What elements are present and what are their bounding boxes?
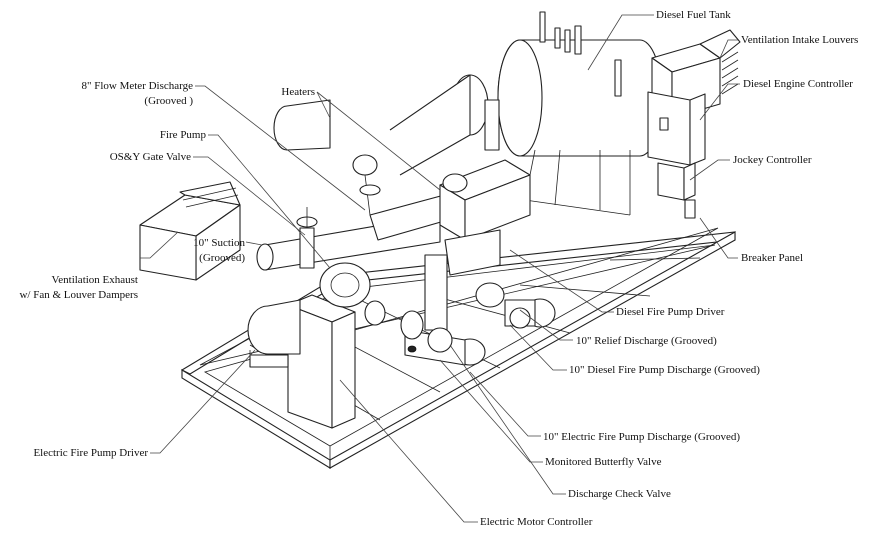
label-ventilation-exhaust-line2: w/ Fan & Louver Dampers (19, 289, 138, 301)
label-fire-pump: Fire Pump (160, 129, 207, 141)
heaters (273, 74, 489, 176)
label-relief-discharge: 10" Relief Discharge (Grooved) (576, 335, 717, 347)
label-diesel-fire-pump-driver: Diesel Fire Pump Driver (616, 306, 725, 318)
label-ventilation-intake-louvers: Ventilation Intake Louvers (741, 34, 858, 46)
valves-and-fittings (364, 282, 556, 366)
leader-lines (140, 14, 740, 523)
label-electric-fire-pump-driver: Electric Fire Pump Driver (33, 447, 148, 459)
label-diesel-engine-controller: Diesel Engine Controller (743, 78, 853, 90)
fire-pump (319, 262, 371, 308)
label-jockey-controller: Jockey Controller (733, 154, 812, 166)
flow-meter-discharge (352, 154, 381, 216)
label-discharge-check-valve: Discharge Check Valve (568, 488, 671, 500)
label-suction-line2: (Grooved) (199, 252, 245, 264)
label-breaker-panel: Breaker Panel (741, 252, 803, 264)
os-y-gate-valve (296, 207, 318, 269)
label-diesel-fuel-tank: Diesel Fuel Tank (656, 9, 731, 21)
label-suction-line1: 10" Suction (193, 237, 245, 249)
label-flow-meter-line1: 8" Flow Meter Discharge (81, 80, 193, 92)
diesel-fire-pump-driver (439, 159, 531, 276)
label-diesel-fire-pump-discharge: 10" Diesel Fire Pump Discharge (Grooved) (569, 364, 760, 376)
jockey-controller (657, 162, 696, 219)
label-electric-fire-pump-discharge: 10" Electric Fire Pump Discharge (Groove… (543, 431, 740, 443)
label-monitored-butterfly-valve: Monitored Butterfly Valve (545, 456, 662, 468)
ventilation-exhaust-fan (139, 181, 241, 281)
diesel-engine-controller (647, 91, 706, 166)
label-electric-motor-controller: Electric Motor Controller (480, 516, 593, 528)
label-ventilation-exhaust-line1: Ventilation Exhaust (52, 274, 138, 286)
electric-fire-pump-driver (247, 299, 301, 368)
diesel-fuel-tank (497, 11, 663, 216)
label-os-y-gate-valve: OS&Y Gate Valve (110, 151, 191, 163)
label-flow-meter-line2: (Grooved ) (144, 95, 193, 107)
label-heaters: Heaters (281, 86, 315, 98)
